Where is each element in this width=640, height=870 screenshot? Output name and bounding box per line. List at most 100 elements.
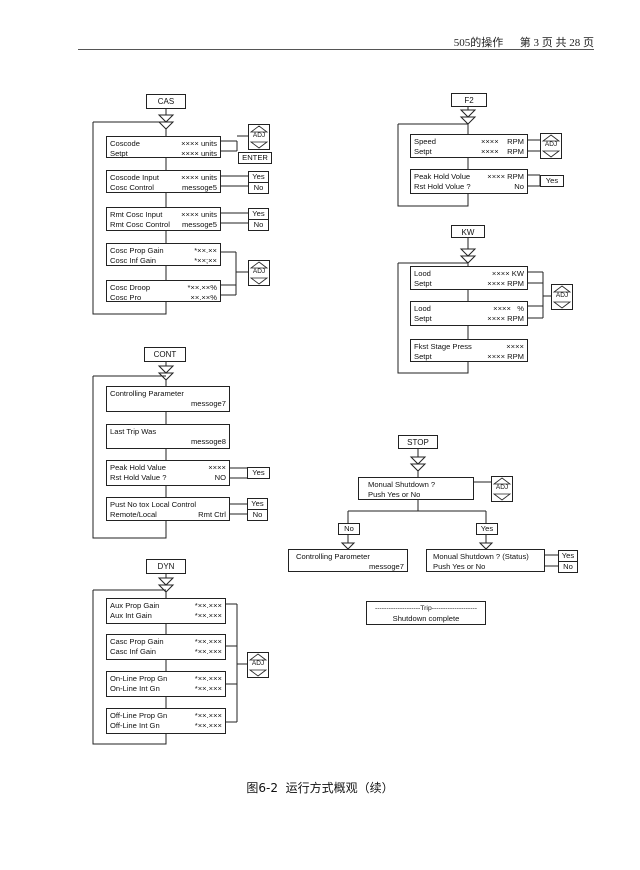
dyn-aux-prop-value: *××.××× bbox=[194, 601, 222, 610]
stop-yes-branch[interactable]: Yes bbox=[476, 523, 498, 535]
cas-adj-button-2[interactable]: ADJ bbox=[248, 260, 270, 286]
cas-input-box: Coscode Input ×××× units Cosc Control mess… bbox=[106, 170, 221, 193]
cont-param-value: messoge7 bbox=[190, 399, 226, 408]
stop-yes-no: Yes No bbox=[558, 550, 578, 573]
yes-label: Yes bbox=[545, 176, 559, 185]
f2-setpt-label: Setpt bbox=[414, 147, 432, 156]
stop-no-branch[interactable]: No bbox=[338, 523, 360, 535]
cas-droop-box: Cosc Droop*××.××% Cosc Pro××.××% bbox=[106, 280, 221, 302]
f2-peak-box: Peak Hold Volue×××× RPM Rst Hold Volue ?… bbox=[410, 169, 528, 194]
cont-remote-value: Rmt Ctrl bbox=[198, 510, 226, 519]
no-button[interactable]: No bbox=[247, 509, 268, 521]
adj-label: ADJ bbox=[544, 141, 558, 148]
dyn-offline-box: Off-Line Prop Gn*××.××× Off-Line Int Gn*… bbox=[106, 708, 226, 734]
kw-setpt2-value: ×××× RPM bbox=[487, 314, 524, 323]
cas-setpt-value: ×××× units bbox=[181, 149, 217, 158]
stop-title-box: STOP bbox=[398, 435, 438, 449]
f2-rst-label: Rst Hold Volue ? bbox=[414, 182, 471, 191]
adj-label: ADJ bbox=[252, 268, 266, 275]
cas-prop-gain-label: Cosc Prop Gain bbox=[110, 246, 164, 255]
cas-inf-gain-value: *××;×× bbox=[194, 256, 217, 265]
no-label: No bbox=[563, 562, 573, 571]
kw-title: KW bbox=[461, 228, 475, 237]
enter-label: ENTER bbox=[242, 153, 268, 162]
kw-press-label: Fkst Stage Press bbox=[414, 342, 472, 351]
no-label: No bbox=[253, 183, 264, 192]
kw-load-value: ×××× KW bbox=[491, 269, 524, 278]
kw-load-pct-box: Lood×××× % Setpt×××× RPM bbox=[410, 301, 528, 326]
yes-label: Yes bbox=[252, 468, 265, 477]
kw-setpt-value: ×××× RPM bbox=[487, 279, 524, 288]
dyn-aux-int-label: Aux Int Gain bbox=[110, 611, 152, 620]
f2-adj-button[interactable]: ADJ bbox=[540, 133, 562, 159]
cas-droop-label: Cosc Droop bbox=[110, 283, 151, 292]
f2-speed-value: ×××× RPM bbox=[480, 137, 524, 146]
cas-rmt-input-label: Rmt Cosc Input bbox=[110, 210, 163, 219]
kw-adj-button[interactable]: ADJ bbox=[551, 284, 573, 310]
no-label: No bbox=[252, 510, 263, 519]
dyn-online-prop-value: *××.××× bbox=[194, 674, 222, 683]
cas-prop-gain-value: *××.×× bbox=[194, 246, 217, 255]
f2-title-box: F2 bbox=[451, 93, 487, 107]
adj-label: ADJ bbox=[252, 132, 266, 139]
yes-label: Yes bbox=[561, 551, 575, 560]
cas-control-value: messoge5 bbox=[181, 183, 217, 192]
kw-load-label: Lood bbox=[414, 269, 431, 278]
cas-yes-no-2: Yes No bbox=[248, 208, 269, 231]
cont-remote-label: Remote/Local bbox=[110, 510, 157, 519]
f2-peak-label: Peak Hold Volue bbox=[414, 172, 471, 181]
cas-pro-value: ××.××% bbox=[190, 293, 217, 302]
no-button[interactable]: No bbox=[248, 219, 269, 231]
cas-title: CAS bbox=[157, 97, 175, 106]
kw-load-pct-value: ×××× % bbox=[493, 304, 524, 313]
page-header: 505的操作 第 3 页 共 28 页 bbox=[0, 34, 594, 50]
cas-setpoint-box: Coscode ×××× units Setpt ×××× units bbox=[106, 136, 221, 158]
adj-label: ADJ bbox=[555, 292, 569, 299]
dyn-online-box: On-Line Prop Gn*××.××× On-Line Int Gn*××… bbox=[106, 671, 226, 697]
cont-param-label: Controlling Parameter bbox=[110, 389, 184, 398]
cas-cascade-label: Coscode bbox=[110, 139, 140, 148]
f2-yes-button[interactable]: Yes bbox=[540, 175, 564, 187]
cont-yes-button[interactable]: Yes bbox=[247, 467, 270, 479]
cas-control-label: Cosc Control bbox=[110, 183, 154, 192]
stop-adj-button[interactable]: ADJ bbox=[491, 476, 513, 502]
cas-setpt-label: Setpt bbox=[110, 149, 128, 158]
adj-label: ADJ bbox=[251, 660, 265, 667]
cont-peak-label: Peak Hold Value bbox=[110, 463, 167, 472]
dyn-casc-prop-value: *××.××× bbox=[194, 637, 222, 646]
dyn-offline-int-value: *××.××× bbox=[194, 721, 222, 730]
cas-input-label: Coscode Input bbox=[110, 173, 159, 182]
stop-question-text: Monual Shutdown ? bbox=[368, 480, 436, 489]
no-label: No bbox=[253, 220, 264, 229]
dyn-online-int-label: On-Line Int Gn bbox=[110, 684, 160, 693]
dyn-adj-button[interactable]: ADJ bbox=[247, 652, 269, 678]
no-button[interactable]: No bbox=[248, 182, 269, 194]
cas-input-value: ×××× units bbox=[181, 173, 217, 182]
dyn-offline-int-label: Off-Line Int Gn bbox=[110, 721, 160, 730]
yes-label: Yes bbox=[252, 209, 265, 218]
stop-question-box: Monual Shutdown ? Push Yes or No bbox=[358, 477, 474, 500]
cont-title: CONT bbox=[153, 350, 177, 359]
stop-param-label: Controlling Parometer bbox=[296, 552, 370, 561]
cas-enter-button[interactable]: ENTER bbox=[238, 152, 272, 164]
dyn-casc-inf-label: Casc Inf Gain bbox=[110, 647, 157, 656]
cont-rst-label: Rst Hold Value ? bbox=[110, 473, 167, 482]
no-button[interactable]: No bbox=[558, 561, 578, 573]
header-page-info: 第 3 页 共 28 页 bbox=[519, 37, 594, 49]
no-branch-label: No bbox=[344, 524, 354, 533]
cas-adj-button-1[interactable]: ADJ bbox=[248, 124, 270, 150]
cont-last-trip-box: Last Trip Was messoge8 bbox=[106, 424, 230, 449]
yes-label: Yes bbox=[252, 172, 265, 181]
dyn-title-box: DYN bbox=[146, 559, 186, 574]
dyn-aux-box: Aux Prop Gain*××.××× Aux Int Gain*××.××× bbox=[106, 598, 226, 624]
cont-parameter-box: Controlling Parameter messoge7 bbox=[106, 386, 230, 412]
cont-last-trip-value: messoge8 bbox=[190, 437, 226, 446]
cont-yes-no: Yes No bbox=[247, 498, 268, 521]
cas-remote-box: Rmt Cosc Input×××× units Rmt Cosc Contro… bbox=[106, 207, 221, 231]
cont-peak-box: Peak Hold Value×××× Rst Hold Value ?NO bbox=[106, 460, 230, 486]
stop-parameter-box: Controlling Parometer messoge7 bbox=[288, 549, 408, 572]
cas-cascade-value: ×××× units bbox=[181, 139, 217, 148]
f2-title: F2 bbox=[464, 96, 474, 105]
